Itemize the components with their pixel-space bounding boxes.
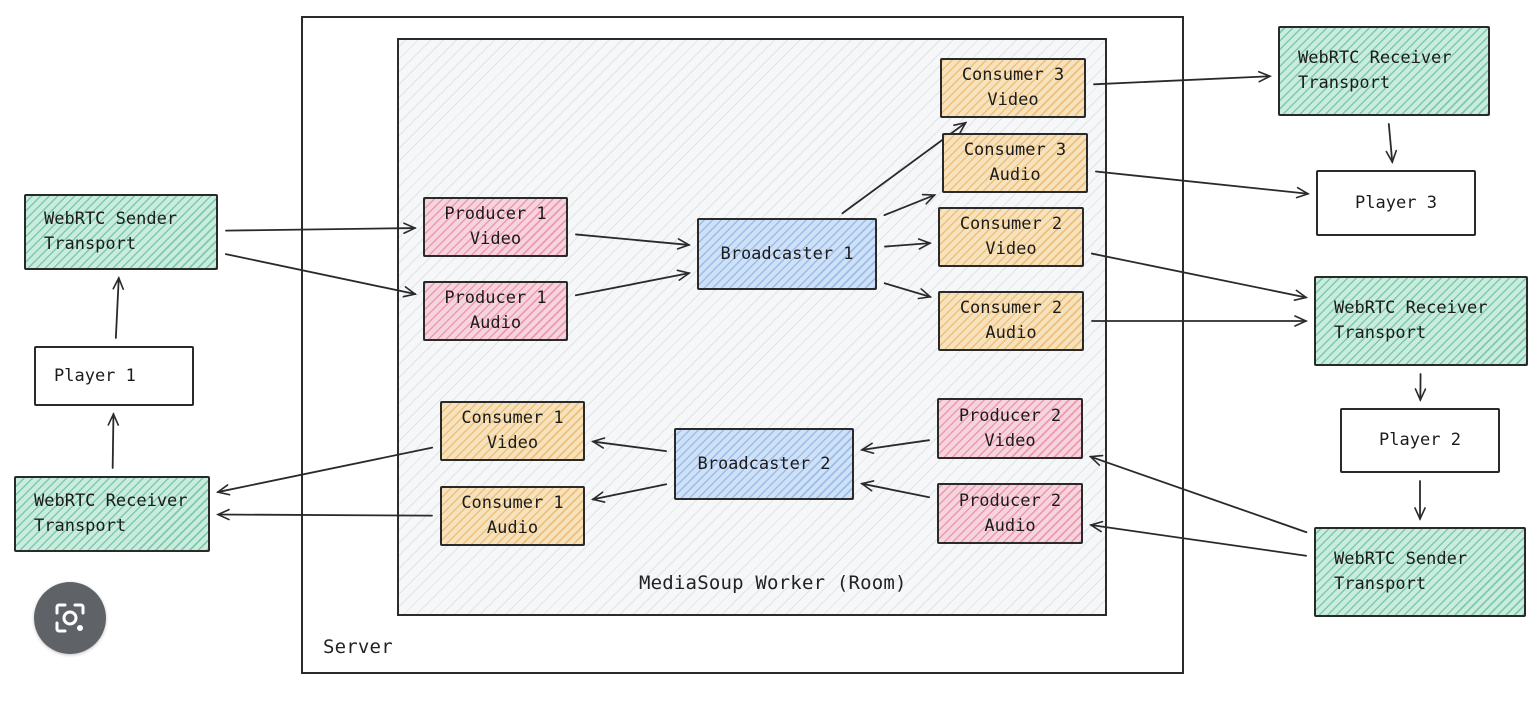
consumer-2-video[interactable]: Consumer 2 Video xyxy=(938,207,1084,267)
arrow-receiver-t3-to-player3 xyxy=(1385,123,1398,164)
consumer-2-audio[interactable]: Consumer 2 Audio xyxy=(938,291,1084,351)
player-1[interactable]: Player 1 xyxy=(34,346,194,406)
consumer-3-audio[interactable]: Consumer 3 Audio xyxy=(942,133,1088,193)
server-label: Server xyxy=(323,636,393,658)
broadcaster-1[interactable]: Broadcaster 1 xyxy=(697,218,877,290)
arrow-receiver-t1-to-player1 xyxy=(107,412,120,469)
webrtc-receiver-transport-1[interactable]: WebRTC Receiver Transport xyxy=(14,476,210,552)
webrtc-receiver-transport-2[interactable]: WebRTC Receiver Transport xyxy=(1314,276,1528,366)
producer-1-audio[interactable]: Producer 1 Audio xyxy=(423,281,568,341)
arrow-player1-to-sender-t1 xyxy=(112,276,125,339)
webrtc-sender-transport-1[interactable]: WebRTC Sender Transport xyxy=(24,194,218,270)
worker-label: MediaSoup Worker (Room) xyxy=(639,572,907,594)
player-2[interactable]: Player 2 xyxy=(1340,408,1500,473)
broadcaster-2[interactable]: Broadcaster 2 xyxy=(674,428,854,500)
consumer-1-audio[interactable]: Consumer 1 Audio xyxy=(440,486,585,546)
camera-lens-icon xyxy=(55,603,85,633)
producer-2-audio[interactable]: Producer 2 Audio xyxy=(937,483,1083,544)
player-3[interactable]: Player 3 xyxy=(1316,170,1476,236)
consumer-1-video[interactable]: Consumer 1 Video xyxy=(440,401,585,461)
server-frame: Server xyxy=(301,16,1184,674)
webrtc-receiver-transport-3[interactable]: WebRTC Receiver Transport xyxy=(1278,26,1490,116)
producer-1-video[interactable]: Producer 1 Video xyxy=(423,197,568,257)
visual-search-button[interactable] xyxy=(34,582,106,654)
webrtc-sender-transport-2[interactable]: WebRTC Sender Transport xyxy=(1314,527,1526,617)
consumer-3-video[interactable]: Consumer 3 Video xyxy=(940,58,1086,118)
producer-2-video[interactable]: Producer 2 Video xyxy=(937,398,1083,459)
